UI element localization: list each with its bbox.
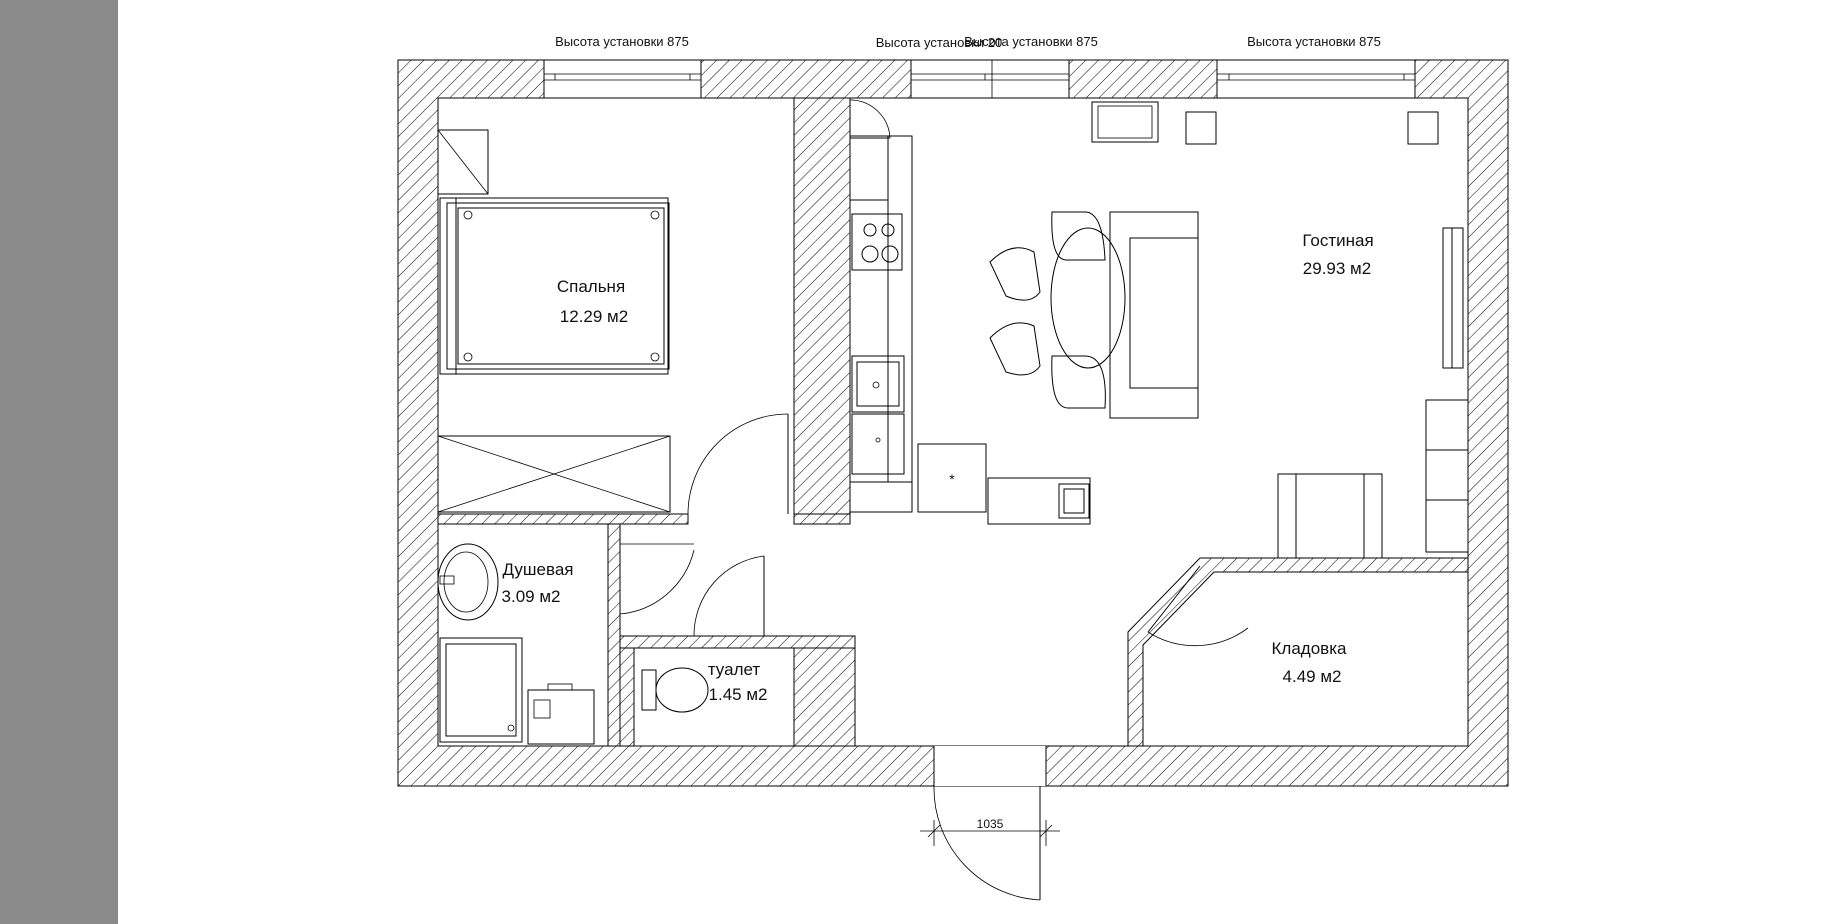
shower-door <box>619 530 695 615</box>
washing-machine <box>527 683 595 745</box>
storage-name: Кладовка <box>1272 639 1347 658</box>
shower-tray <box>439 637 523 743</box>
living-area: 29.93 м2 <box>1303 259 1371 278</box>
window-height-label-3: Высота установки 875 <box>964 34 1098 49</box>
dimension-line <box>920 820 1060 846</box>
shower-area: 3.09 м2 <box>502 587 561 606</box>
stove <box>851 213 903 271</box>
tv-stand <box>1442 227 1464 369</box>
radiator-unit-3 <box>1407 111 1439 145</box>
wall-storage <box>1127 557 1469 747</box>
bed <box>439 197 670 375</box>
sofa <box>1109 211 1199 419</box>
toilet-door <box>693 555 765 637</box>
bedroom-area: 12.29 м2 <box>560 307 628 326</box>
wall-shower-right <box>607 523 621 747</box>
toilet-name: туалет <box>708 660 761 679</box>
window-height-label-2: Высота установки 20 <box>876 35 1002 50</box>
window-3 <box>1216 59 1416 99</box>
storage-door <box>1147 565 1249 646</box>
nightstand <box>437 129 489 195</box>
entrance-door <box>933 785 1041 901</box>
svg-text:*: * <box>949 471 955 487</box>
wall-bedroom-bottom <box>437 513 689 525</box>
kitchen-entry-door <box>849 99 891 139</box>
kitchen-sink <box>851 355 905 413</box>
wardrobe <box>437 435 671 513</box>
counter-end <box>849 481 913 513</box>
shelving <box>1425 399 1469 553</box>
window-height-label-1: Высота установки 875 <box>555 34 689 49</box>
fridge-cabinet <box>849 135 889 201</box>
radiator-unit-1 <box>1091 101 1159 143</box>
kitchen-counter <box>849 135 913 483</box>
storage-area: 4.49 м2 <box>1283 667 1342 686</box>
washbasin <box>437 543 499 621</box>
window-1 <box>543 59 702 99</box>
window-height-label-4: Высота установки 875 <box>1247 34 1381 49</box>
kitchen-island: * <box>917 443 987 513</box>
wall-bedroom-kitchen <box>793 97 851 525</box>
entrance-opening <box>934 746 1046 786</box>
bedroom-name: Спальня <box>557 277 625 296</box>
dishwasher <box>851 413 905 475</box>
bedroom-door <box>687 413 789 515</box>
dining-chairs <box>989 211 1106 409</box>
armchair <box>1277 473 1383 559</box>
dining-table <box>1050 227 1126 369</box>
radiator-unit-2 <box>1185 111 1217 145</box>
living-name: Гостиная <box>1302 231 1373 250</box>
toilet-area: 1.45 м2 <box>709 685 768 704</box>
side-panel-strip <box>0 0 118 924</box>
exterior-wall <box>397 59 1509 787</box>
wall-toilet <box>619 635 856 649</box>
entrance-dimension-text: 1035 <box>977 817 1004 831</box>
shower-name: Душевая <box>503 560 574 579</box>
window-2 <box>910 59 1070 99</box>
toilet-fixture <box>641 667 709 713</box>
fireplace <box>987 477 1091 525</box>
